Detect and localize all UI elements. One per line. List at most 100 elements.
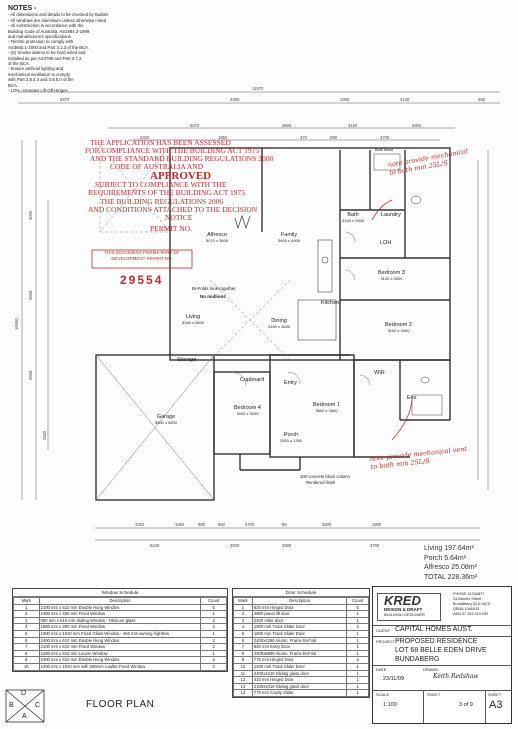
area-row: Porch 5.64m² [424, 554, 477, 564]
dimension-text: 500 [330, 135, 337, 140]
dimension-text: 550 [478, 97, 485, 102]
client-name: CAPITAL HOMES AUST. [395, 626, 473, 633]
scale-label: SCALE [376, 692, 390, 697]
schedule-cell: 2 [200, 662, 227, 671]
schedule-cell: 1 [346, 643, 369, 651]
room-size: 3100 x 3000 [387, 328, 410, 333]
note-line: mechanical ventilation to comply [8, 71, 70, 77]
schedule-cell: 10 [13, 662, 40, 671]
schedule-cell: 1200 mm x 1910 mm with 600mm Lowlite Fix… [38, 662, 202, 671]
dimension-text: 4600 [28, 290, 33, 300]
schedule-cell: 12 [233, 676, 253, 684]
project-line-2: LOT 68 BELLE EDEN DRIVE [395, 647, 487, 654]
schedule-cell: 10 [233, 662, 253, 671]
area-label: Alfresco [424, 564, 450, 571]
schedule-cell: 2 [346, 656, 369, 664]
area-label: Living [424, 545, 443, 552]
dimension-text: 1900 [340, 97, 350, 102]
schedule-cell: 2400 mm x 610 mm Double Hung Window [38, 656, 202, 664]
dimension-text: 2970 [60, 97, 70, 102]
logo-text: KRED [384, 593, 421, 608]
dimension-text: 3320 [140, 135, 150, 140]
room-name: Entry [284, 380, 297, 386]
schedule-cell: 1 [346, 636, 369, 645]
schedule-cell: 2 [200, 636, 227, 645]
schedule-cell: 7 [13, 643, 40, 651]
dimension-text: 3000 [28, 210, 33, 220]
project-label: PROJECT [376, 639, 395, 644]
area-row: Living 197.64m² [424, 544, 477, 554]
contact-line: PHONE 41244877 [453, 592, 485, 596]
dimension-text: 2820 [230, 543, 240, 548]
room-name: WIR [374, 370, 385, 376]
approval-line: THE BUILDING REGULATIONS 2006 [100, 197, 224, 206]
schedule-cell: 410 mm Hinged Door [251, 676, 348, 684]
schedule-header: Description [251, 597, 348, 605]
schedule-cell: 2100x1010 Sliding glass door [251, 682, 348, 691]
dimension-text: 3480 [230, 97, 240, 102]
dimension-text: 5240 [150, 543, 160, 548]
dimension-text: 950 [218, 522, 225, 527]
room-name: Storage [177, 357, 197, 363]
approval-line: NOTICE [165, 213, 193, 222]
schedule-cell: 2400 roller door [251, 616, 348, 625]
schedule-header: Count [346, 597, 369, 605]
room-size: 3600 x 4900 [278, 238, 301, 243]
drawn-label: DRAWN [423, 667, 438, 672]
bulk-head-note: Bulk head [375, 147, 393, 152]
schedule-cell: 1 [346, 616, 369, 625]
schedule-cell: 9 [13, 656, 40, 664]
note-line: - Termite protection to comply with [8, 39, 74, 45]
dimension-text: 3700 [370, 543, 380, 548]
schedule-cell: 3 [233, 616, 253, 625]
note-line: with Part 3.8.4.3 and 3.8.5.0 of the [8, 77, 74, 83]
approval-line: FOR COMPLIANCE WITH THE BUILDING ACT 197… [85, 146, 260, 155]
schedule-cell: 3 [13, 616, 40, 625]
client-label: CLIENT [376, 628, 391, 633]
schedule-cell: 1 [346, 662, 369, 671]
dimension-text: 2700 [245, 522, 255, 527]
sheet-size: A3 [489, 699, 503, 711]
room-name: Laundry [381, 212, 401, 218]
room-name: Living [185, 314, 201, 320]
project-line-1: PROPOSED RESIDENCE [395, 638, 478, 645]
approval-line: APPROVED [150, 170, 212, 182]
schedule-cell: 4 [233, 623, 253, 631]
dimension-text: 1800 [372, 522, 382, 527]
dimension-text: 1850 [175, 522, 185, 527]
schedule-cell: 1 [346, 610, 369, 618]
size-label: SHEET [488, 692, 502, 697]
schedule-cell: 1 [346, 649, 369, 658]
room-kitchen: Kitchen [321, 300, 339, 306]
date-value: 23/11/09 [383, 676, 405, 682]
schedule-cell: 1400 mm Track Slider Door [251, 662, 348, 671]
schedule-cell: 2 [200, 623, 227, 631]
room-name: Alfresco [207, 232, 227, 238]
schedule-cell: 4 [13, 623, 40, 631]
note-line: - Ensure artificial lighting and [8, 66, 64, 72]
bifold-note: Bi-Folds look together [192, 286, 236, 291]
